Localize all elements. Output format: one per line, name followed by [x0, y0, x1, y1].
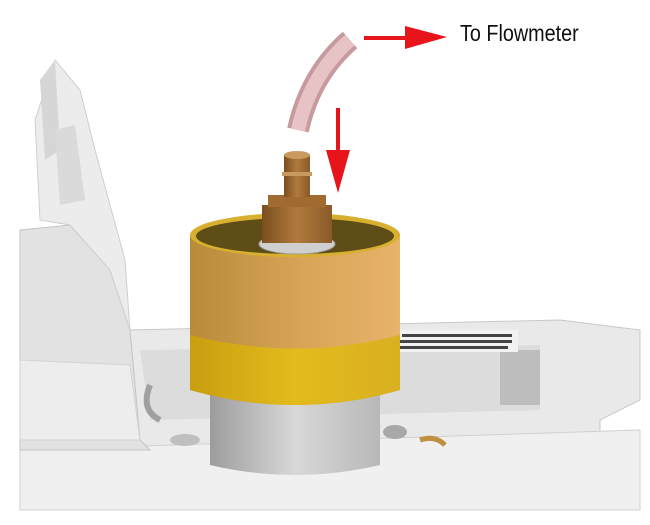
lower-cylinder: [210, 390, 380, 475]
barb-fitting: [258, 151, 336, 255]
to-flowmeter-label: To Flowmeter: [460, 20, 579, 46]
arrow-right-icon: [364, 26, 447, 49]
arrow-down-icon: [326, 108, 350, 193]
left-housing: [19, 58, 152, 451]
gold-cup: [190, 213, 400, 405]
warning-label: [398, 330, 518, 352]
